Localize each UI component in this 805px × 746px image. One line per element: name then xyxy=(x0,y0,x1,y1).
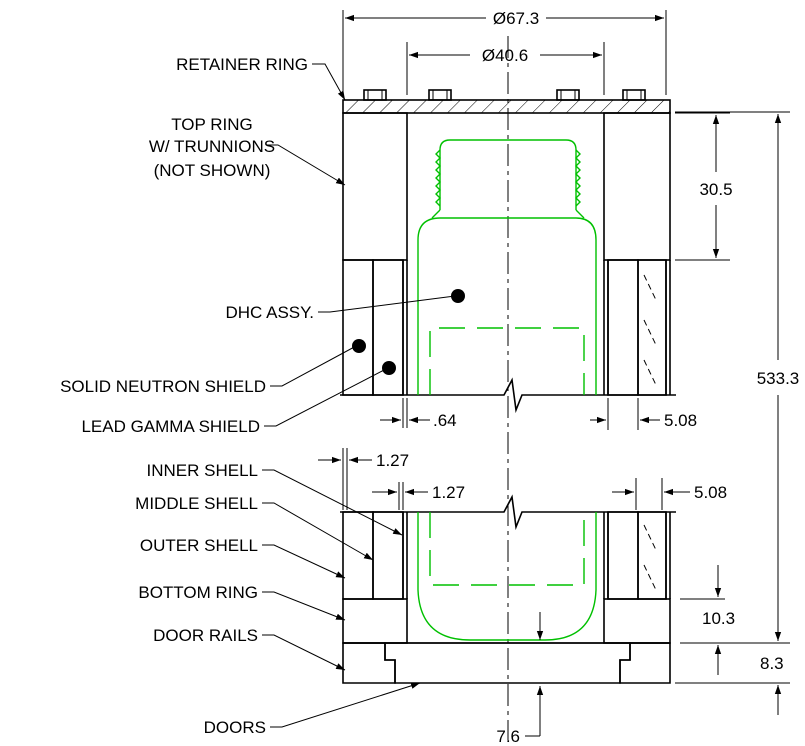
dhc-canister xyxy=(417,139,597,641)
dim-bottom-ring-gap: 10.3 xyxy=(702,609,735,628)
bolt-2 xyxy=(428,89,452,101)
label-doors: DOORS xyxy=(204,718,266,737)
label-door-rails: DOOR RAILS xyxy=(153,626,258,645)
label-dhc-assy: DHC ASSY. xyxy=(225,303,314,322)
bottom-ring xyxy=(342,598,671,644)
component-labels: RETAINER RING TOP RING W/ TRUNNIONS (NOT… xyxy=(60,55,314,737)
dim-inner-diameter: Ø40.6 xyxy=(482,46,528,65)
upper-shield-section xyxy=(342,259,671,396)
bolt-3 xyxy=(556,89,580,101)
label-outer-shell: OUTER SHELL xyxy=(140,536,258,555)
label-lead-gamma-shield: LEAD GAMMA SHIELD xyxy=(81,417,260,436)
retainer-ring xyxy=(342,89,671,114)
bolt-4 xyxy=(622,89,646,101)
bolt-1 xyxy=(363,89,387,101)
leader-lines xyxy=(262,63,465,728)
neutron-pointer-dot xyxy=(352,339,366,353)
door-rails-and-doors xyxy=(342,642,671,684)
lower-shield-section xyxy=(342,511,671,600)
label-top-ring-line1: TOP RING xyxy=(171,115,253,134)
dim-door-thickness: 7.6 xyxy=(496,727,520,746)
label-solid-neutron-shield: SOLID NEUTRON SHIELD xyxy=(60,377,266,396)
label-inner-shell: INNER SHELL xyxy=(147,461,258,480)
dim-outer-shell-thickness-top: 5.08 xyxy=(664,411,697,430)
dim-door-rail-height: 8.3 xyxy=(760,654,784,673)
dim-outer-diameter: Ø67.3 xyxy=(493,9,539,28)
dim-middle-shell-thickness-a: 1.27 xyxy=(376,451,409,470)
label-retainer-ring: RETAINER RING xyxy=(176,55,308,74)
dhc-pointer-dot xyxy=(451,289,465,303)
dim-middle-shell-thickness-b: 1.27 xyxy=(432,483,465,502)
label-middle-shell: MIDDLE SHELL xyxy=(135,494,258,513)
top-ring xyxy=(342,112,671,261)
dim-inner-shell-thickness: .64 xyxy=(433,411,457,430)
break-line-lower xyxy=(340,494,676,531)
dim-overall-height: 533.3 xyxy=(757,369,800,388)
dimension-values: Ø67.3 Ø40.6 30.5 533.3 .64 5.08 1.27 1.2… xyxy=(376,9,799,746)
break-line-upper xyxy=(340,377,676,414)
label-top-ring-line3: (NOT SHOWN) xyxy=(154,161,271,180)
dim-top-ring-height: 30.5 xyxy=(699,180,732,199)
label-top-ring-line2: W/ TRUNNIONS xyxy=(149,137,275,156)
label-bottom-ring: BOTTOM RING xyxy=(138,583,258,602)
gamma-pointer-dot xyxy=(382,361,396,375)
dim-outer-shell-thickness-bottom: 5.08 xyxy=(694,483,727,502)
dimension-lines xyxy=(318,10,790,737)
